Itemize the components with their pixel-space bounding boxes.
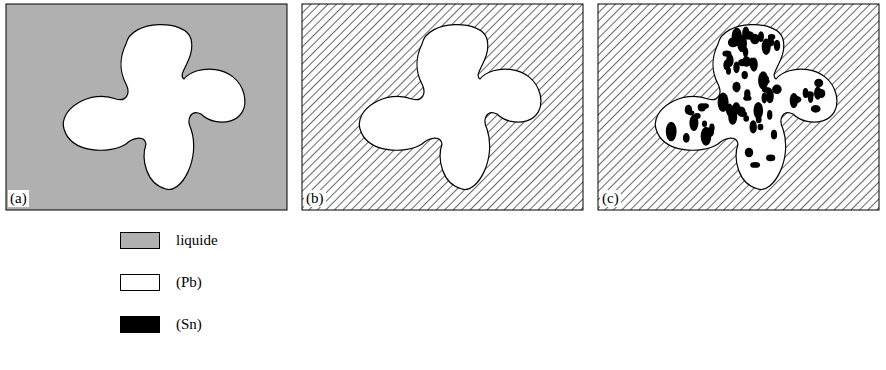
sn-particle: [705, 128, 714, 138]
sn-particle: [750, 58, 758, 72]
panel-c: [598, 4, 879, 210]
sn-particle: [814, 87, 821, 100]
sn-particle: [685, 105, 692, 115]
sn-particle: [772, 85, 782, 95]
sn-particle: [767, 39, 774, 47]
panel-label: (a): [8, 190, 29, 207]
legend-text: (Sn): [176, 316, 202, 333]
sn-particle: [738, 111, 747, 117]
panel-label: (b): [304, 190, 326, 207]
legend-swatch: [120, 232, 160, 249]
sn-particle: [689, 115, 698, 131]
sn-particle: [754, 102, 764, 119]
sn-particle: [725, 105, 734, 111]
sn-particle: [766, 155, 775, 162]
panel-a: [6, 4, 287, 210]
sn-particle: [750, 162, 760, 168]
sn-particle: [702, 103, 709, 109]
sn-particle: [666, 122, 677, 142]
legend-swatch: [120, 274, 160, 291]
sn-particle: [790, 93, 798, 108]
sn-particle: [758, 124, 764, 131]
sn-particle: [745, 148, 753, 158]
sn-particle: [766, 89, 774, 103]
sn-particle: [732, 82, 740, 92]
sn-particle: [723, 60, 730, 71]
legend-swatch: [120, 316, 160, 333]
sn-particle: [728, 37, 736, 46]
sn-particle: [733, 62, 739, 74]
panel-label: (c): [600, 190, 621, 207]
sn-particle: [758, 71, 768, 89]
sn-particle: [683, 133, 690, 143]
sn-particle: [774, 40, 780, 51]
legend-text: liquide: [176, 232, 218, 249]
sn-particle: [742, 71, 748, 79]
sn-particle: [771, 130, 777, 140]
sn-particle: [767, 110, 772, 120]
legend-text: (Pb): [176, 274, 202, 291]
sn-particle: [742, 27, 749, 40]
sn-particles: [666, 27, 826, 168]
sn-particle: [790, 96, 797, 108]
panel-b: [302, 4, 583, 210]
sn-particle: [814, 79, 823, 87]
sn-particle: [734, 82, 740, 93]
sn-particle: [811, 105, 821, 113]
sn-particle: [702, 121, 707, 127]
sn-particle: [750, 120, 757, 133]
sn-particle: [743, 96, 751, 101]
sn-particle: [805, 91, 814, 98]
sn-particle: [750, 34, 760, 45]
